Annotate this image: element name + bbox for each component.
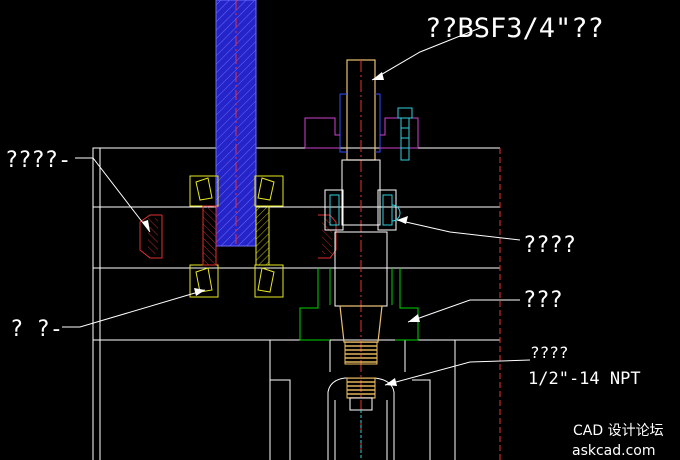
left-bearing-assembly: [139, 175, 337, 298]
right-middle-label: ???: [523, 288, 563, 313]
watermark-line1: CAD 设计论坛: [573, 423, 664, 439]
lower-fitting: [327, 377, 395, 460]
watermark-line2: askcad.com: [572, 443, 656, 459]
left-upper-label: ????-: [5, 148, 71, 173]
npt-label-line1: ????: [530, 343, 569, 362]
leader-lines: [62, 27, 531, 386]
left-lower-label: ? ?-: [10, 317, 63, 342]
leader-arrows: [142, 72, 420, 386]
spindle: [334, 59, 388, 460]
housing-outline: [92, 147, 500, 460]
right-bearing: [324, 189, 401, 231]
right-upper-label: ????: [523, 233, 576, 258]
npt-label-line2: 1/2"-14 NPT: [528, 369, 641, 389]
green-housing: [299, 268, 419, 341]
top-cap: [304, 93, 419, 161]
thread-callout-label: ??BSF3/4"??: [425, 13, 604, 44]
